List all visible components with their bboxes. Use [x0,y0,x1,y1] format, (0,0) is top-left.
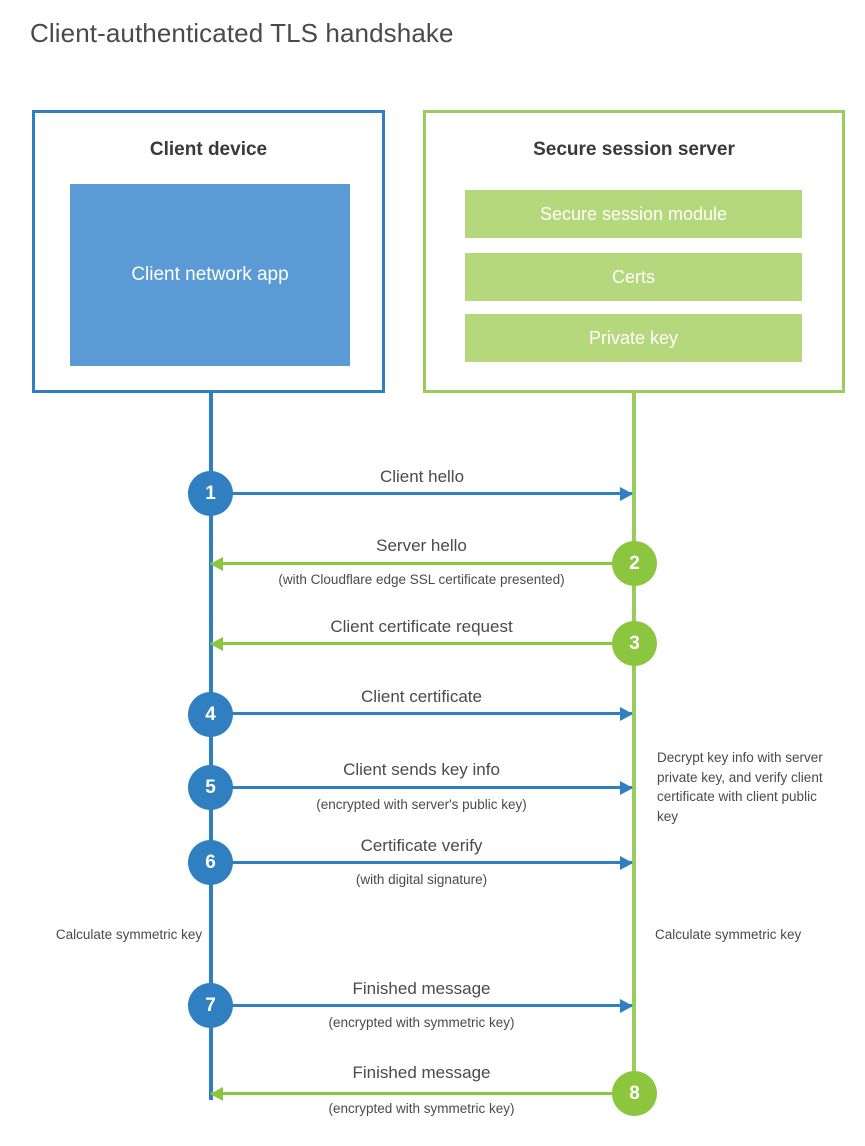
secure-session-server-title: Secure session server [533,139,735,160]
note-decrypt-key-info: Decrypt key info with server private key… [657,750,823,824]
step-2-label: Server hello [376,536,467,555]
step-6-arrow [211,855,633,870]
page-title: Client-authenticated TLS handshake [30,18,454,48]
arrowhead-right-icon [620,706,633,721]
arrowhead-left-icon [210,636,223,651]
step-badge-6[interactable]: 6 [188,840,233,885]
client-device-box: Client device Client network app [32,110,385,393]
server-component-secure-session-module: Secure session module [465,190,802,238]
server-component-private-key: Private key [465,314,802,362]
step-7-sublabel: (encrypted with symmetric key) [328,1015,515,1030]
step-2-sublabel: (with Cloudflare edge SSL certificate pr… [278,572,565,587]
step-1-arrow [211,486,633,501]
step-badge-4[interactable]: 4 [188,692,233,737]
step-8-sublabel: (encrypted with symmetric key) [328,1101,515,1116]
step-5-arrow [211,780,633,795]
secure-session-server-box: Secure session server Secure session mod… [423,110,845,393]
step-5-sublabel: (encrypted with server's public key) [316,797,527,812]
arrowhead-right-icon [620,855,633,870]
step-badge-7[interactable]: 7 [188,983,233,1028]
step-4-label: Client certificate [361,687,482,706]
arrowhead-right-icon [620,486,633,501]
step-badge-2[interactable]: 2 [612,541,657,586]
client-lifeline [209,393,213,1100]
step-7-arrow [211,998,633,1013]
client-network-app-block: Client network app [70,184,350,366]
step-6-label: Certificate verify [360,836,483,855]
step-badge-1[interactable]: 1 [188,471,233,516]
arrowhead-right-icon [620,998,633,1013]
step-1-label: Client hello [379,467,465,486]
step-6-sublabel: (with digital signature) [355,872,488,887]
note-calculate-symmetric-key-server: Calculate symmetric key [655,927,802,942]
step-8-label: Finished message [352,1063,491,1082]
step-5-label: Client sends key info [343,760,500,779]
arrowhead-right-icon [620,780,633,795]
arrowhead-left-icon [210,556,223,571]
step-badge-5[interactable]: 5 [188,765,233,810]
note-calculate-symmetric-key-client: Calculate symmetric key [55,927,203,942]
step-badge-8[interactable]: 8 [612,1071,657,1116]
server-component-certs: Certs [465,253,802,301]
step-4-arrow [211,706,633,721]
step-3-label: Client certificate request [330,617,513,636]
client-device-title: Client device [149,139,268,160]
step-7-label: Finished message [352,979,491,998]
arrowhead-left-icon [210,1086,223,1101]
step-badge-3[interactable]: 3 [612,621,657,666]
server-lifeline [632,393,636,1093]
step-8-arrow [210,1086,632,1101]
step-2-arrow [210,556,632,571]
step-3-arrow [210,636,632,651]
